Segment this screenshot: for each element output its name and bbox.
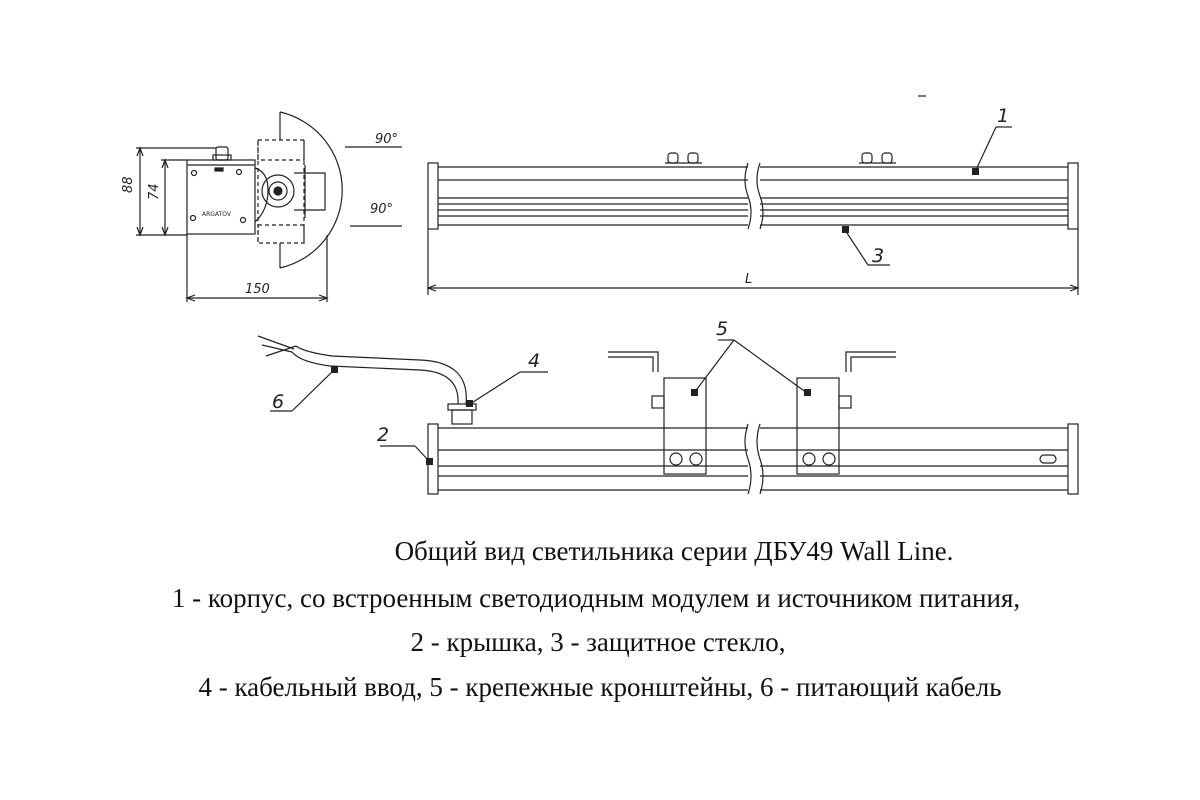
angle-top-label: 90° [375, 132, 398, 147]
bottom-endcap-right [1067, 423, 1079, 495]
pivot-hub [261, 174, 295, 208]
front-endcap-right [1067, 162, 1079, 230]
bracket-left [608, 351, 707, 475]
caption-line-3: 4 - кабельный ввод, 5 - крепежные кроншт… [198, 672, 1002, 702]
front-view [426, 95, 1080, 295]
callout-2: 2 [377, 424, 389, 446]
callout-1: 1 [997, 105, 1009, 127]
bracket-right [796, 351, 896, 475]
dim-88-label: 88 [121, 176, 136, 193]
brand-logo-text: ARGATOV [202, 211, 232, 218]
callout-3: 3 [872, 245, 884, 267]
caption-line-1: 1 - корпус, со встроенным светодиодным м… [171, 583, 1021, 613]
technical-drawing: 90° 90° 88 74 150 ARGATOV L 1 3 2 4 5 6 [121, 95, 1080, 495]
caption-line-2: 2 - крышка, 3 - защитное стекло, [410, 627, 786, 657]
callout-5: 5 [716, 318, 728, 340]
front-glands [665, 152, 896, 164]
angle-bottom-label: 90° [370, 202, 393, 217]
caption-title: Общий вид светильника серии ДБУ49 Wall L… [394, 536, 954, 566]
cable-and-gland [257, 335, 477, 425]
bottom-view [257, 335, 1079, 495]
side-view [136, 111, 402, 302]
side-gland [215, 146, 229, 161]
rotation-arc [279, 111, 343, 269]
dim-150-label: 150 [245, 282, 270, 297]
front-endcap-left [427, 162, 439, 230]
callout-6: 6 [272, 391, 284, 413]
dim-74-label: 74 [147, 183, 162, 200]
callout-4: 4 [528, 350, 540, 372]
dim-length-label: L [745, 272, 752, 287]
